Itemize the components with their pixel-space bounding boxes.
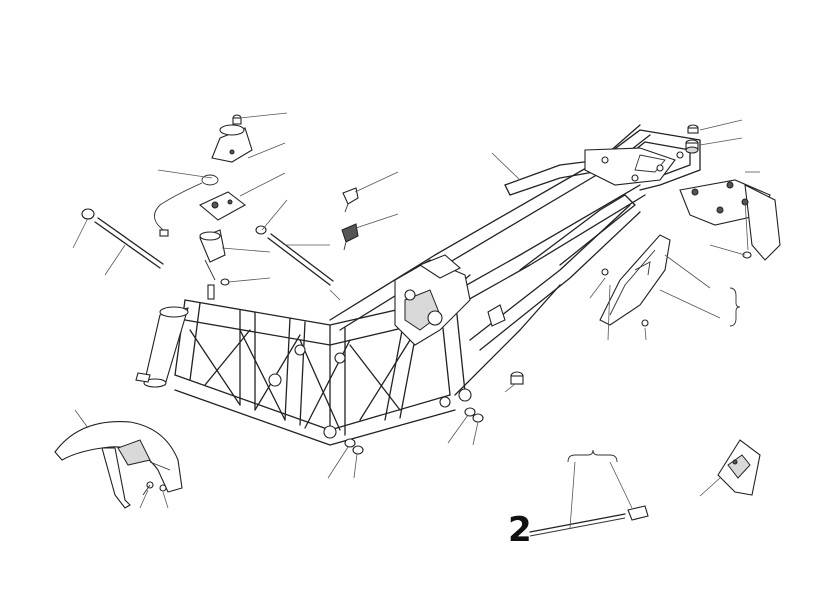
steering-sensor[interactable] <box>199 229 230 300</box>
clip-upper[interactable] <box>342 187 359 213</box>
threaded-rod[interactable] <box>529 505 649 537</box>
steering-tower-cap[interactable] <box>211 114 253 163</box>
frame-bracket-brace <box>567 449 618 463</box>
right-side-panel[interactable] <box>599 234 671 327</box>
frame-washers-lower[interactable] <box>344 407 484 455</box>
sensor-cable[interactable] <box>154 174 219 237</box>
reference-marker-2: 2 <box>508 510 532 550</box>
heel-guard[interactable] <box>717 439 761 496</box>
rear-bushings[interactable] <box>685 124 699 154</box>
clip-lower[interactable] <box>341 223 359 251</box>
tail-bracket[interactable] <box>679 179 781 261</box>
panel-bracket <box>729 287 741 327</box>
long-bolt-center[interactable] <box>255 225 334 286</box>
leader-lines <box>72 112 760 529</box>
mounting-bracket[interactable] <box>198 191 247 221</box>
front-fender[interactable] <box>54 421 183 509</box>
long-bolt-left[interactable] <box>81 208 164 269</box>
main-trellis-frame[interactable] <box>135 124 701 446</box>
frame-bushing-right[interactable] <box>510 371 524 385</box>
marker-label: 2 <box>508 510 532 550</box>
fender-fasteners[interactable] <box>142 481 167 496</box>
